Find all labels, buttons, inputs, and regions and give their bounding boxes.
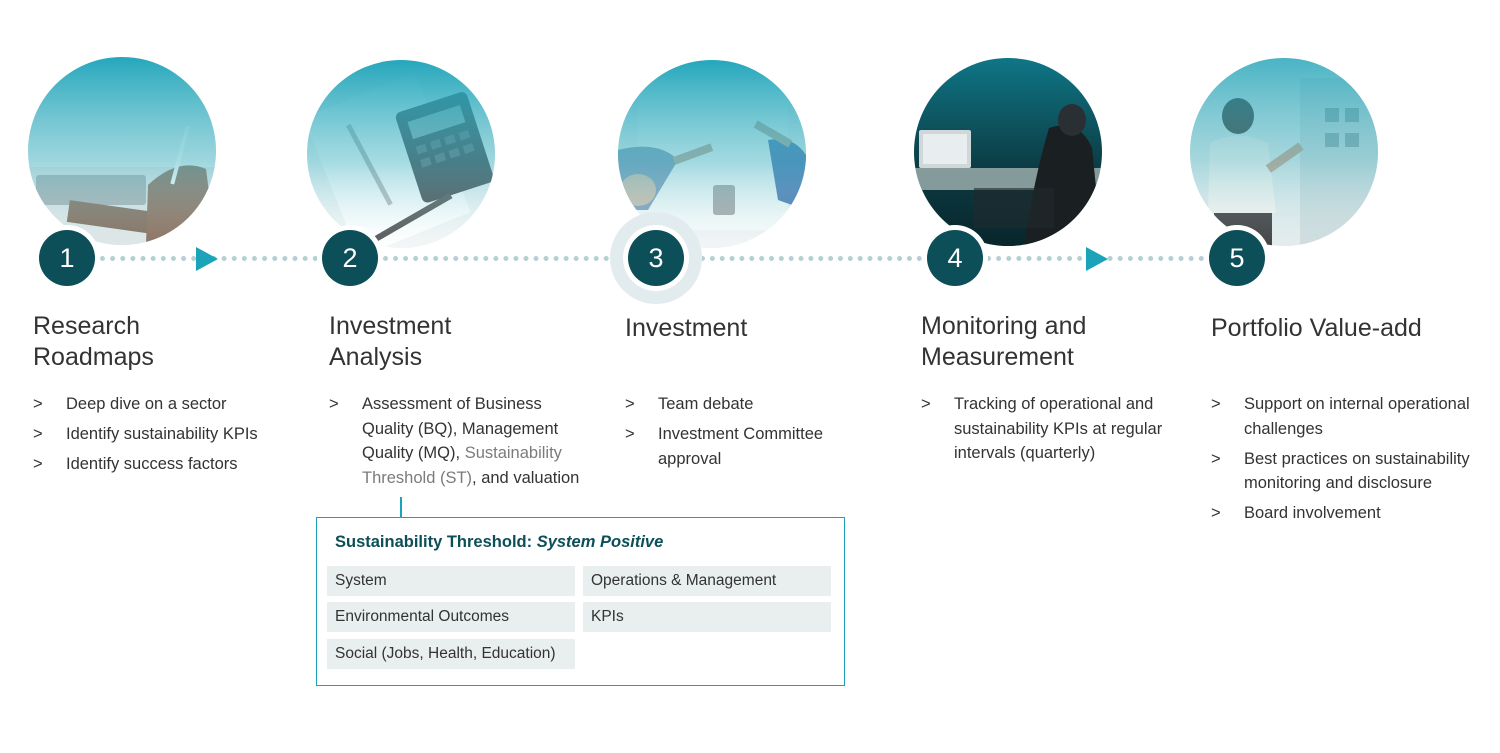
step-2-title-line-2: Analysis xyxy=(329,343,423,371)
step-1-bullets: Deep dive on a sector Identify sustainab… xyxy=(33,392,293,482)
list-item: Assessment of Business Quality (BQ), Man… xyxy=(329,392,594,490)
step-5-photo xyxy=(1190,58,1378,246)
list-item: Team debate xyxy=(625,392,855,417)
step-1-title-line-2: Roadmaps xyxy=(33,343,154,371)
arrow-4-5-icon xyxy=(1086,247,1108,271)
threshold-item-system: System xyxy=(327,566,575,596)
threshold-title-prefix: Sustainability Threshold: xyxy=(335,533,537,551)
bullet-text: Assessment of Business Quality (BQ), Man… xyxy=(362,395,559,462)
arrow-1-2-icon xyxy=(196,247,218,271)
threshold-item-kpis: KPIs xyxy=(583,602,831,632)
list-item: Investment Committee approval xyxy=(625,422,855,471)
step-2-title-line-1: Investment xyxy=(329,312,452,340)
list-item: Best practices on sustainability monitor… xyxy=(1211,447,1486,496)
step-2-title: Investment Analysis xyxy=(329,311,451,373)
step-4-title-line-1: Monitoring and xyxy=(921,312,1087,340)
threshold-box-title: Sustainability Threshold: System Positiv… xyxy=(335,533,663,552)
person-writing-notes-photo-icon xyxy=(28,57,216,245)
step-3-bullets: Team debate Investment Committee approva… xyxy=(625,392,855,477)
timeline-connector-3-4 xyxy=(700,256,922,261)
step-4-photo xyxy=(914,58,1102,246)
step-5-number-badge: 5 xyxy=(1209,230,1265,286)
list-item: Support on internal operational challeng… xyxy=(1211,392,1486,441)
step-3-title: Investment xyxy=(625,313,747,344)
step-4-title-line-2: Measurement xyxy=(921,343,1074,371)
step-1-photo xyxy=(28,57,216,245)
calculator-notebook-pen-photo-icon xyxy=(307,60,495,248)
step-1-title-line-1: Research xyxy=(33,312,140,340)
person-at-whiteboard-photo-icon xyxy=(1190,58,1378,246)
step-3-title-line-1: Investment xyxy=(625,314,748,342)
bullet-text-end: , and valuation xyxy=(472,468,580,487)
threshold-item-operations: Operations & Management xyxy=(583,566,831,596)
step-3-number-badge: 3 xyxy=(628,230,684,286)
list-item: Deep dive on a sector xyxy=(33,392,293,417)
step-2-photo xyxy=(307,60,495,248)
list-item: Identify success factors xyxy=(33,452,293,477)
list-item: Board involvement xyxy=(1211,501,1486,526)
person-at-desk-laptop-photo-icon xyxy=(914,58,1102,246)
step-1-title: Research Roadmaps xyxy=(33,311,154,373)
sustainability-threshold-box: Sustainability Threshold: System Positiv… xyxy=(316,517,845,686)
step-5-title-line-1: Portfolio Value-add xyxy=(1211,314,1422,342)
threshold-item-environmental: Environmental Outcomes xyxy=(327,602,575,632)
list-item: Identify sustainability KPIs xyxy=(33,422,293,447)
list-item: Tracking of operational and sustainabili… xyxy=(921,392,1181,466)
timeline-connector-2-3 xyxy=(383,256,619,261)
step-5-title: Portfolio Value-add xyxy=(1211,313,1422,344)
step-5-bullets: Support on internal operational challeng… xyxy=(1211,392,1486,531)
step-1-number-badge: 1 xyxy=(39,230,95,286)
threshold-item-social: Social (Jobs, Health, Education) xyxy=(327,639,575,669)
step-4-bullets: Tracking of operational and sustainabili… xyxy=(921,392,1181,471)
step-3-photo xyxy=(618,60,806,248)
step-4-number-badge: 4 xyxy=(927,230,983,286)
step-4-title: Monitoring and Measurement xyxy=(921,311,1086,373)
team-meeting-table-photo-icon xyxy=(618,60,806,248)
threshold-title-emphasis: System Positive xyxy=(536,533,664,551)
callout-connector-line xyxy=(400,497,402,519)
step-2-number-badge: 2 xyxy=(322,230,378,286)
step-2-bullets: Assessment of Business Quality (BQ), Man… xyxy=(329,392,594,496)
sustainability-threshold-text: Sustainability Threshold (ST) xyxy=(362,444,562,487)
